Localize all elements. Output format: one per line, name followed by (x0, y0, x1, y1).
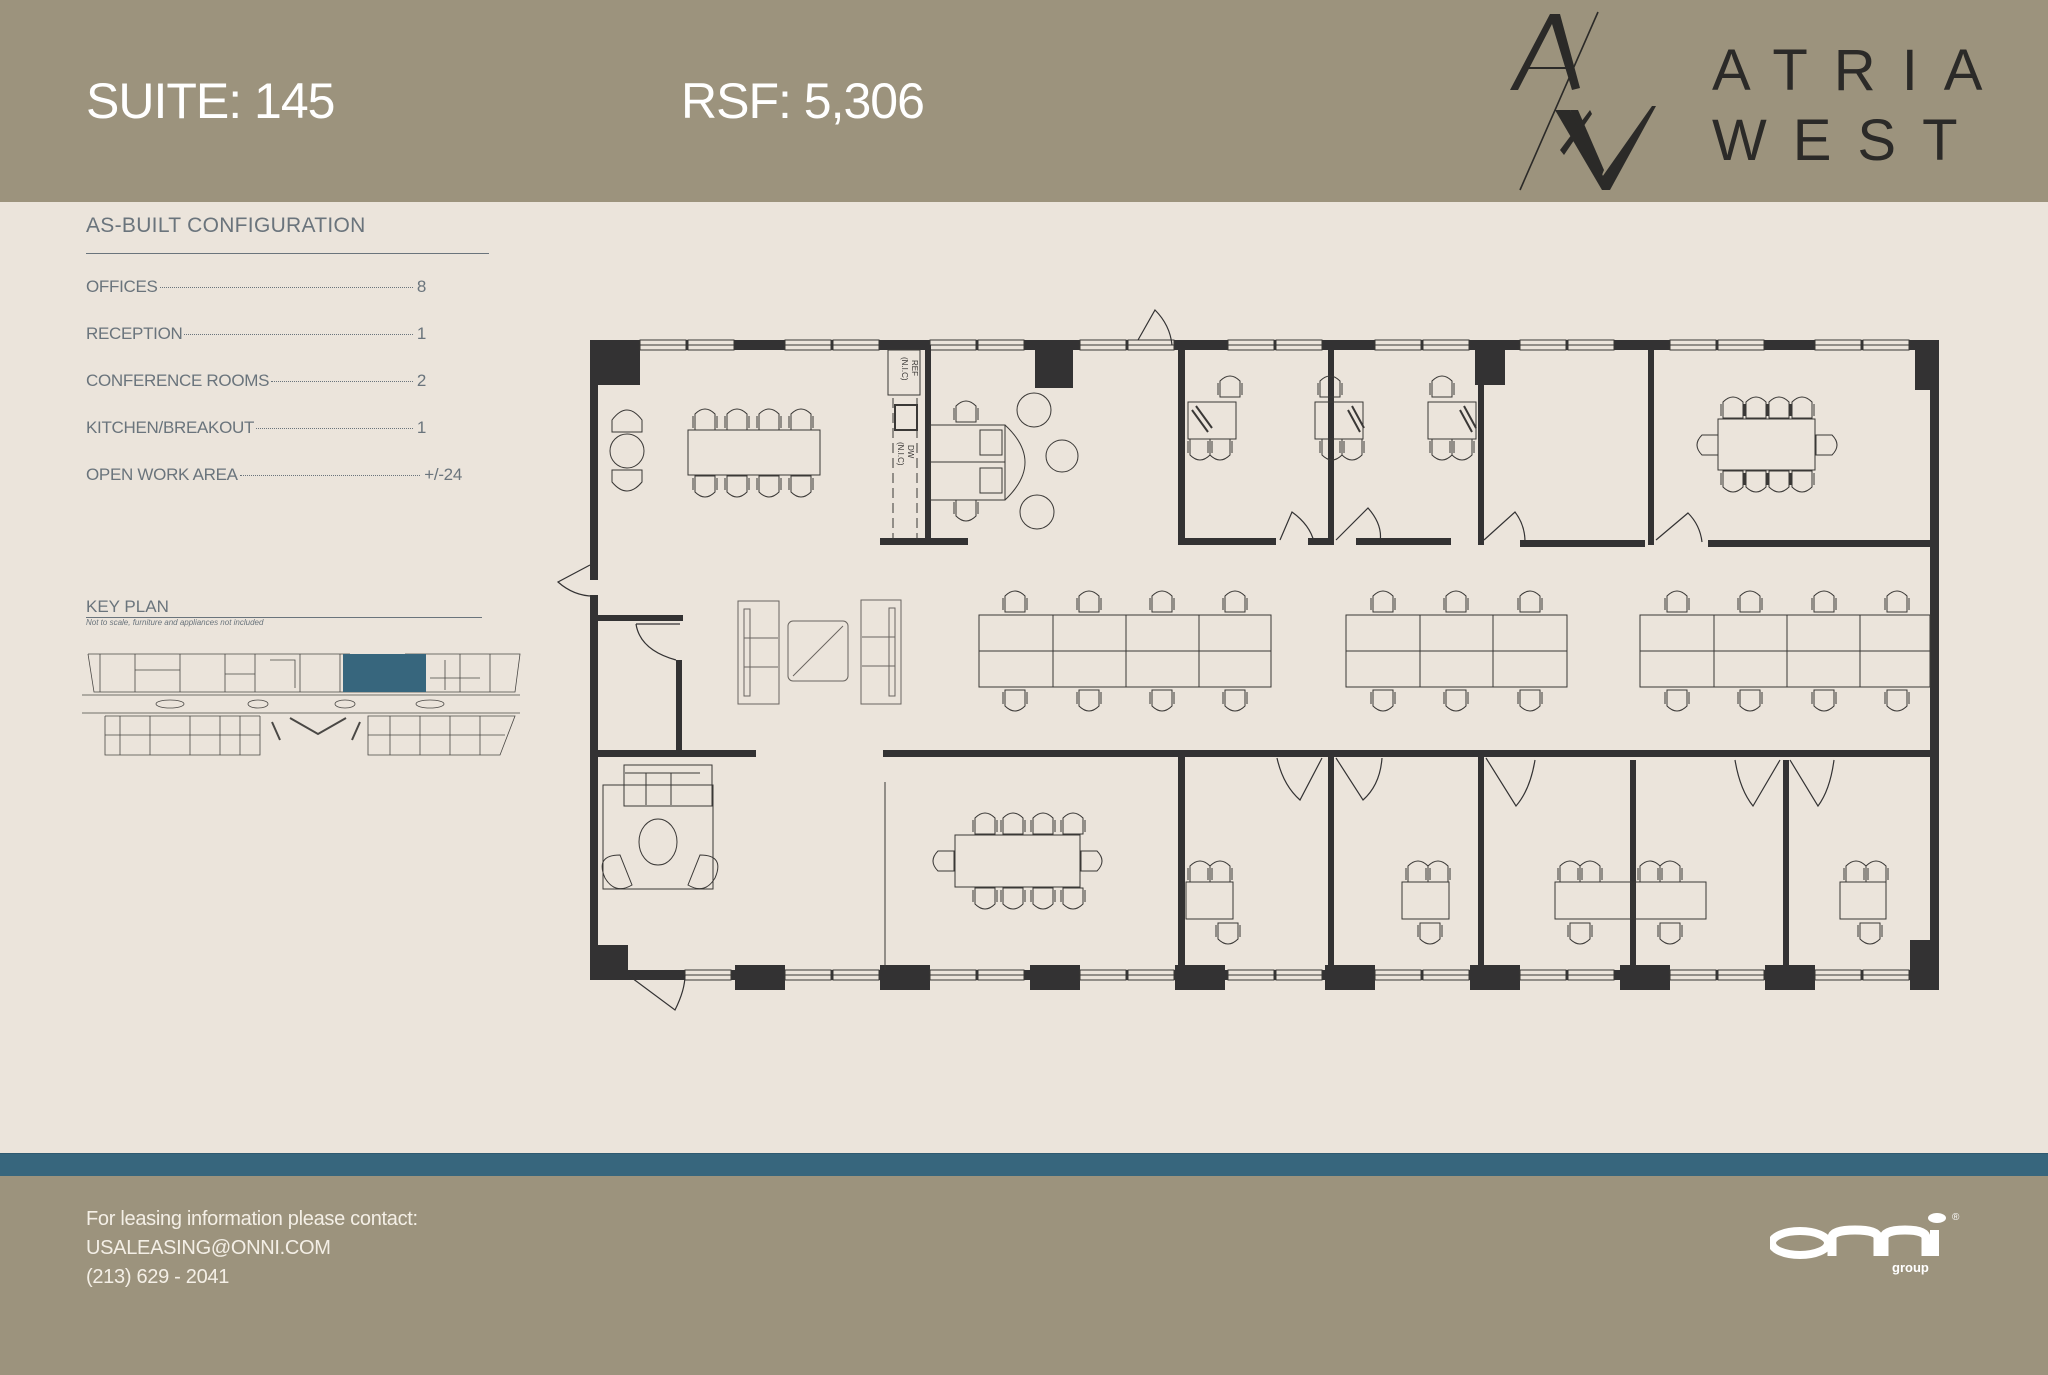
breakout-area (609, 408, 821, 498)
config-value: 1 (416, 418, 426, 437)
config-label: OFFICES (86, 277, 158, 296)
config-row-reception: RECEPTION 1 (86, 324, 426, 344)
interior-walls (598, 345, 1933, 975)
doors (556, 309, 1835, 1011)
windows (639, 339, 1910, 981)
ref-nic-label: (N.I.C) (900, 357, 909, 381)
dw-label: DW (906, 445, 915, 459)
rsf-label: RSF: 5,306 (681, 73, 925, 129)
config-value: 1 (416, 324, 426, 343)
config-label: OPEN WORK AREA (86, 465, 238, 484)
contact-phone-link[interactable]: (213) 629 - 2041 (86, 1266, 230, 1288)
office-furniture-top (1187, 375, 1477, 461)
accent-band (0, 1153, 2048, 1177)
config-title: AS-BUILT CONFIGURATION (86, 214, 366, 237)
onni-group-logo-icon: ® group (1770, 1212, 1960, 1275)
config-row-kitchen-breakout: KITCHEN/BREAKOUT 1 (86, 418, 426, 438)
office-furniture-bottom (1185, 860, 1889, 945)
config-value: +/-24 (424, 465, 462, 484)
dw-nic-label: (N.I.C) (896, 442, 905, 466)
contact-heading: For leasing information please contact: (86, 1208, 418, 1230)
config-value: 2 (416, 371, 426, 390)
conference-room-lower (884, 782, 1103, 970)
config-row-open-work-area: OPEN WORK AREA +/-24 (86, 465, 462, 485)
conference-room-upper (1696, 396, 1838, 493)
config-value: 8 (416, 277, 426, 296)
lounge-seating (737, 599, 902, 705)
config-label: RECEPTION (86, 324, 183, 343)
config-row-offices: OFFICES 8 (86, 277, 426, 297)
main-content (0, 202, 2048, 1154)
key-plan-map (82, 653, 521, 756)
floor-plan-drawing: REF (N.I.C) DW (N.I.C) (556, 309, 1939, 1011)
open-work-area (978, 590, 1931, 712)
contact-email-link[interactable]: USALEASING@ONNI.COM (86, 1237, 331, 1259)
footer-bar (0, 1176, 2048, 1375)
config-divider (86, 253, 489, 254)
leader-dots (256, 418, 413, 429)
key-plan-title: KEY PLAN (86, 597, 169, 616)
registered-mark: ® (1952, 1212, 1960, 1223)
exterior-walls (590, 340, 1939, 990)
brand-word-west: WEST (1712, 108, 1984, 173)
atria-west-monogram-icon (1510, 11, 1656, 191)
logo-group-text: group (1892, 1260, 1929, 1275)
config-row-conference-rooms: CONFERENCE ROOMS 2 (86, 371, 426, 391)
leader-dots (239, 465, 421, 476)
leader-dots (184, 324, 413, 335)
key-plan-divider (86, 617, 482, 618)
reception-desk (929, 392, 1079, 530)
config-label: KITCHEN/BREAKOUT (86, 418, 255, 437)
leader-dots (159, 277, 413, 288)
ref-label: REF (910, 360, 919, 376)
brand-word-atria: ATRIA (1712, 38, 2009, 103)
config-label: CONFERENCE ROOMS (86, 371, 270, 390)
lower-lounge (601, 764, 719, 890)
header-bar: SUITE: 145 RSF: 5,306 ATRIA WEST (0, 0, 2048, 202)
sink-icon (894, 404, 918, 431)
leader-dots (271, 371, 413, 382)
kitchen: REF (N.I.C) DW (N.I.C) (887, 349, 921, 540)
key-plan-note: Not to scale, furniture and appliances n… (86, 618, 264, 627)
suite-label: SUITE: 145 (86, 73, 335, 129)
suite-highlight (343, 654, 426, 692)
